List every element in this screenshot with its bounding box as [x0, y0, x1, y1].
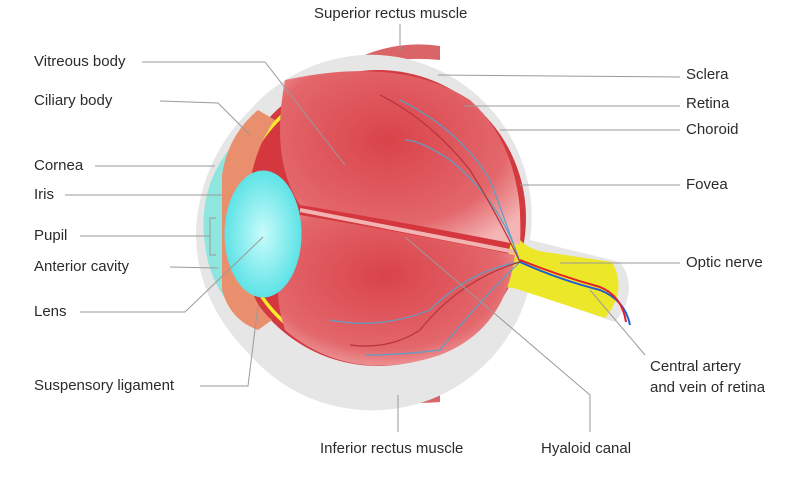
optic-nerve: [495, 240, 619, 318]
label-ciliary-body: Ciliary body: [34, 92, 113, 109]
label-central-artery-line2: and vein of retina: [650, 379, 766, 396]
label-iris: Iris: [34, 186, 54, 203]
label-optic-nerve: Optic nerve: [686, 254, 763, 271]
label-vitreous-body: Vitreous body: [34, 53, 126, 70]
label-central-artery: Central artery: [650, 358, 741, 375]
label-retina: Retina: [686, 95, 730, 112]
label-inferior-rectus-muscle: Inferior rectus muscle: [320, 440, 464, 457]
vitreous-body: [280, 71, 521, 245]
label-choroid: Choroid: [686, 121, 739, 138]
lens: [224, 170, 302, 298]
label-cornea: Cornea: [34, 157, 84, 174]
leader-lines: [65, 24, 681, 432]
hyaloid-canal: [299, 208, 516, 254]
label-lens: Lens: [34, 303, 67, 320]
label-superior-rectus-muscle: Superior rectus muscle: [314, 5, 468, 22]
retinal-vessels: [329, 94, 631, 356]
label-pupil: Pupil: [34, 227, 68, 244]
label-suspensory-ligament: Suspensory ligament: [34, 377, 175, 394]
label-anterior-cavity: Anterior cavity: [34, 258, 130, 275]
label-hyaloid-canal: Hyaloid canal: [541, 440, 632, 457]
label-fovea: Fovea: [686, 176, 728, 193]
label-sclera: Sclera: [686, 66, 729, 83]
